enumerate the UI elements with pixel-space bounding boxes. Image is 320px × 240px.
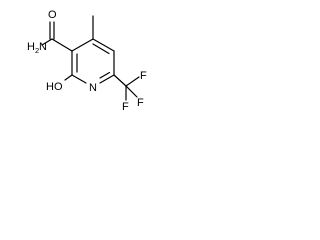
bond-c6-n1 xyxy=(99,74,115,84)
bond-n1-c2 xyxy=(71,74,87,84)
bond-c3-amide-carbon xyxy=(51,38,73,52)
substituent-bonds xyxy=(41,15,140,101)
fluorine-right-label: F xyxy=(137,97,144,109)
bond-cf3-f-top xyxy=(125,76,140,87)
bond-amide-n xyxy=(41,38,53,46)
fluorine-left-label: F xyxy=(122,101,129,113)
fluorine-top-label: F xyxy=(140,70,147,82)
bond-c4-c5-inner xyxy=(92,43,110,55)
bond-c6-cf3 xyxy=(113,74,127,87)
hydroxyl-label: HO xyxy=(46,81,63,93)
amide-h-label: H xyxy=(27,41,35,53)
molecule-structure-diagram: H 2 N O HO N F F F xyxy=(27,9,147,113)
amide-subscript-label: 2 xyxy=(35,46,39,55)
atom-labels: H 2 N O HO N F F F xyxy=(27,9,147,113)
ring-n-label: N xyxy=(89,82,97,94)
pyridine-ring xyxy=(71,38,115,84)
amide-n-label: N xyxy=(39,41,47,53)
carbonyl-o-label: O xyxy=(48,9,57,21)
bond-cf3-f-right xyxy=(125,85,138,98)
bond-c6-n1-inner xyxy=(99,71,111,79)
bond-c2-oh xyxy=(64,74,73,81)
bond-c4-c5 xyxy=(92,38,115,52)
bond-c3-c4 xyxy=(71,38,94,52)
